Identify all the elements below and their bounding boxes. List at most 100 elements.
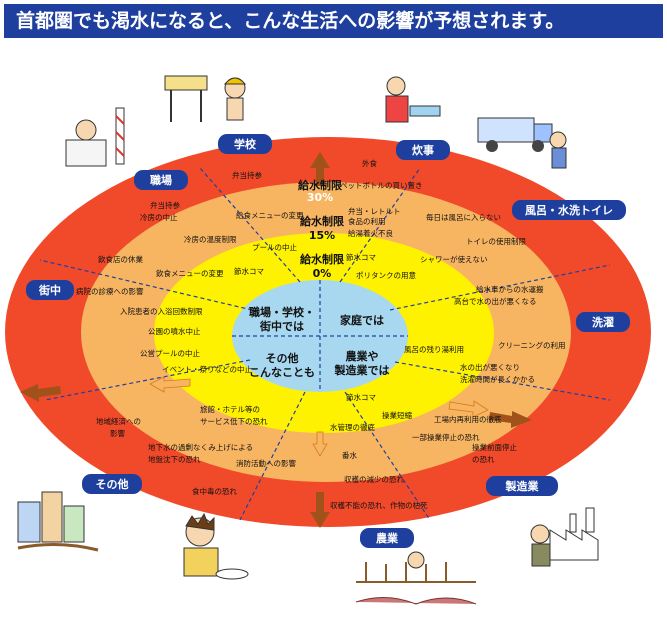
impact-label: 節水コマ	[234, 266, 264, 276]
impact-label: プールの中止	[252, 242, 297, 252]
svg-text:農業: 農業	[376, 531, 399, 545]
impact-label: 番水	[342, 450, 357, 460]
cooking-illustration	[385, 76, 441, 123]
farming-illustration	[355, 551, 477, 605]
impact-label: 消防活動への影響	[236, 458, 296, 468]
category-manufacturing: 製造業	[486, 476, 558, 496]
water-truck-illustration	[477, 117, 567, 169]
impact-label: 地下水の過剰なくみ上げによる	[148, 442, 253, 452]
impact-label: 入院患者の入浴回数制限	[120, 306, 203, 316]
arrow-left	[20, 384, 61, 402]
category-bath: 風呂・水洗トイレ	[512, 200, 626, 220]
person-eating-illustration	[183, 512, 249, 580]
impact-label: 病院の診療への影響	[76, 286, 144, 296]
arrow-down	[310, 492, 330, 528]
svg-text:洗濯: 洗濯	[592, 315, 614, 329]
svg-text:その他: その他	[96, 477, 129, 491]
impact-label: 弁当持参	[150, 200, 180, 210]
impact-label: 給食メニューの変更	[236, 210, 304, 220]
impact-label: 給湯着火不良	[348, 228, 393, 238]
impact-label: 冷房の中止	[140, 212, 178, 222]
impact-label: 影響	[110, 428, 125, 438]
ring-0-value: 0%	[313, 267, 332, 280]
category-other: その他	[82, 474, 142, 494]
ring-30-value: 30%	[307, 191, 333, 204]
impact-label: 収穫不能の恐れ、作物の枯死	[330, 500, 428, 510]
impact-label: 食中毒の恐れ	[192, 486, 237, 496]
impact-label: ポリタンクの用意	[356, 270, 416, 280]
category-workplace: 職場	[134, 170, 188, 190]
impact-label: 水の出が悪くなり	[460, 362, 520, 372]
ring-0-label: 給水制限	[300, 252, 344, 266]
category-school: 学校	[218, 134, 272, 154]
impact-label: 毎日は風呂に入らない	[426, 212, 501, 222]
center-work-line1: 職場・学校・	[249, 305, 315, 319]
dashed-dividers	[39, 167, 611, 521]
svg-text:炊事: 炊事	[412, 143, 434, 157]
impact-arrows	[20, 152, 532, 528]
svg-text:街中: 街中	[38, 283, 61, 297]
impact-label: クリーニングの利用	[498, 340, 566, 350]
impact-label: 操業短縮	[382, 410, 412, 420]
impact-label: 節水コマ	[346, 252, 376, 262]
impact-label: 弁当・レトルト	[348, 206, 401, 216]
workplace-illustration	[65, 107, 125, 167]
impact-label: 節水コマ	[346, 392, 376, 402]
impact-label: 工場内再利用の徹底	[434, 414, 502, 424]
category-badges: 学校 炊事 職場 風呂・水洗トイレ 街中 洗濯	[26, 134, 630, 548]
impact-labels: 外食 弁当持参 ペットボトルの買い置き 弁当持参 冷房の中止 給食メニューの変更…	[76, 158, 566, 510]
impact-label: 給水車からの水運搬	[476, 284, 544, 294]
center-labels: 職場・学校・ 街中では 家庭では その他 こんなことも 農業や 製造業では	[249, 305, 390, 379]
center-other-line1: その他	[266, 351, 299, 365]
category-town: 街中	[26, 280, 74, 300]
category-farming: 農業	[360, 528, 414, 548]
impact-label: 一部操業停止の恐れ	[412, 432, 480, 442]
secondary-arrows	[149, 376, 489, 457]
impact-label: 高台で水の出が悪くなる	[454, 296, 537, 306]
impact-label: 弁当持参	[232, 170, 262, 180]
impact-label: 外食	[362, 158, 377, 168]
category-laundry: 洗濯	[576, 312, 630, 332]
impact-label: 公園の噴水中止	[148, 326, 201, 336]
ring-15-label: 給水制限	[300, 214, 344, 228]
center-industry-line2: 製造業では	[334, 363, 390, 377]
illustrations	[17, 75, 599, 605]
impact-label: 洗濯時間が長くかかる	[460, 374, 535, 384]
svg-text:職場: 職場	[150, 173, 172, 187]
svg-text:学校: 学校	[234, 137, 257, 151]
ring-labels: 給水制限 30% 給水制限 15% 給水制限 0%	[298, 178, 344, 280]
svg-text:製造業: 製造業	[505, 479, 540, 493]
impact-label: 操業前面停止	[472, 442, 517, 452]
ring-15-value: 15%	[309, 229, 335, 242]
ring-30-label: 給水制限	[298, 178, 342, 192]
center-industry-line1: 農業や	[346, 349, 379, 363]
impact-label: 飲食メニューの変更	[156, 268, 224, 278]
impact-label: シャワーが使えない	[420, 254, 488, 264]
school-illustration	[164, 75, 247, 122]
impact-label: 食品の利用	[348, 216, 386, 226]
impact-label: 冷房の温度制限	[184, 234, 237, 244]
center-work-line2: 街中では	[259, 319, 304, 333]
impact-label: サービス低下の恐れ	[200, 416, 268, 426]
other-illustration	[17, 491, 99, 552]
impact-label: 風呂の残り湯利用	[404, 344, 464, 354]
impact-label: イベント・祭りなどの中止	[162, 364, 252, 374]
center-other-line2: こんなことも	[249, 366, 315, 379]
impact-label: ペットボトルの買い置き	[340, 181, 423, 190]
center-home: 家庭では	[340, 313, 384, 327]
manufacturing-illustration	[530, 507, 599, 567]
impact-label: 地盤沈下の恐れ	[148, 454, 201, 464]
arrow-up	[310, 152, 330, 186]
arrow-right	[489, 411, 532, 428]
impact-label: 水管理の徹底	[330, 422, 375, 432]
impact-label: の恐れ	[472, 455, 495, 464]
impact-label: 公営プールの中止	[140, 348, 200, 358]
impact-label: 飲食店の休業	[98, 254, 143, 264]
category-cooking: 炊事	[396, 140, 450, 160]
impact-label: 収穫の減少の恐れ	[344, 474, 404, 484]
impact-label: 地域経済への	[96, 416, 141, 426]
impact-label: 旅館・ホテル等の	[200, 404, 260, 414]
page-title: 首都圏でも渇水になると、こんな生活への影響が予想されます。	[4, 4, 663, 38]
